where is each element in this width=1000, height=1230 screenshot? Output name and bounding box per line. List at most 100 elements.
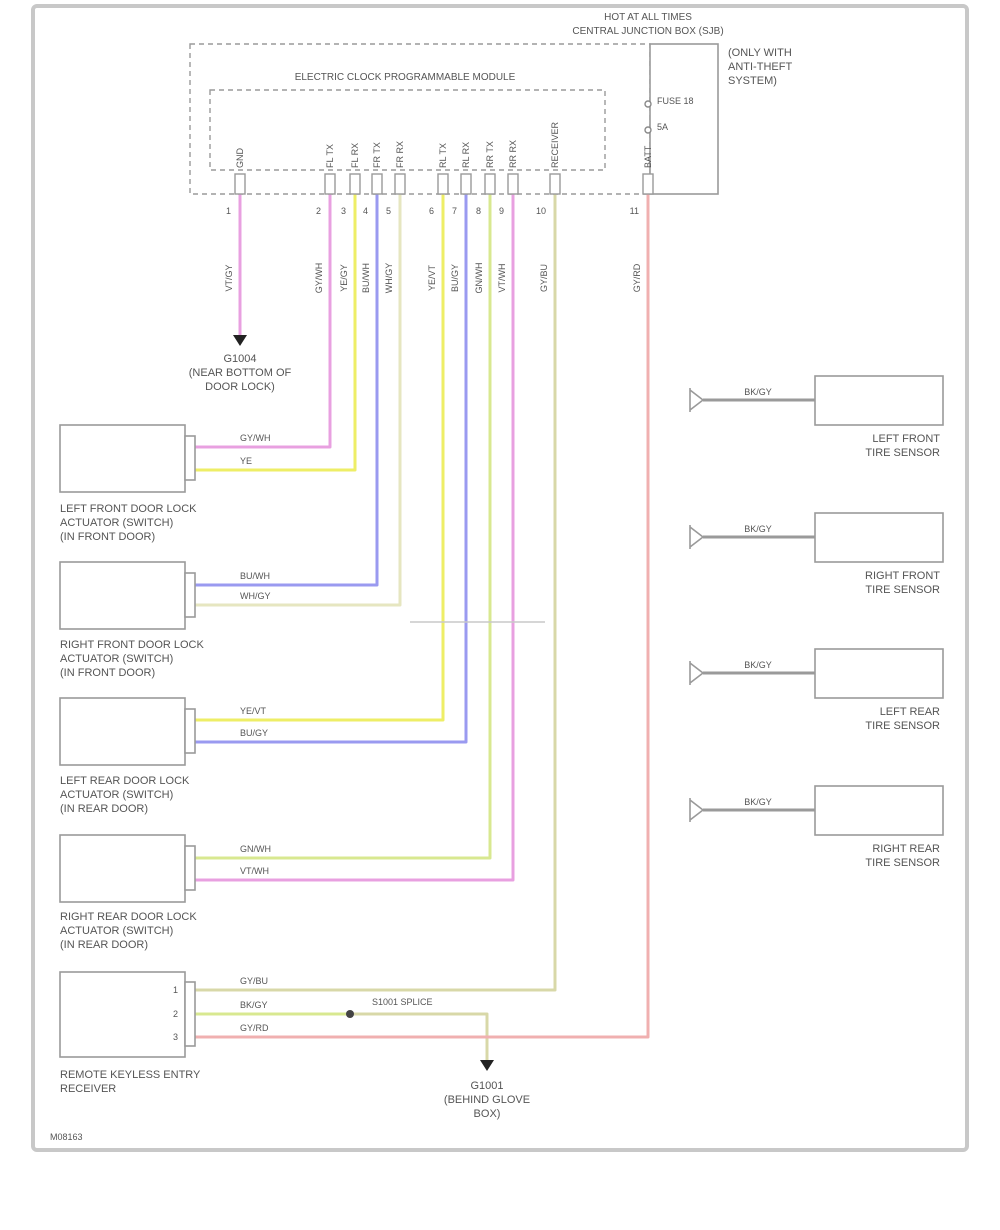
component-label: ACTUATOR (SWITCH) xyxy=(60,653,173,665)
component-box xyxy=(59,561,186,630)
module-pin xyxy=(371,173,383,195)
connector-stub xyxy=(184,845,196,891)
module-title: ELECTRIC CLOCK PROGRAMMABLE MODULE xyxy=(295,72,516,83)
module-pin-number: 2 xyxy=(316,206,321,216)
module-wire-code: YE/VT xyxy=(427,264,437,291)
wire-rr-b xyxy=(195,190,515,882)
lf-actuator: GY/WH YE LEFT FRONT DOOR LOCK ACTUATOR (… xyxy=(59,424,271,543)
component-label: TIRE SENSOR xyxy=(865,857,940,869)
wire-receiver-signal xyxy=(195,190,557,992)
component-label: RIGHT REAR DOOR LOCK xyxy=(60,911,197,923)
wire-battery xyxy=(195,190,650,1039)
component-box xyxy=(59,697,186,766)
component-label: TIRE SENSOR xyxy=(865,584,940,596)
component-label: (IN FRONT DOOR) xyxy=(60,667,155,679)
module-wire-code: WH/GY xyxy=(384,263,394,294)
module-pin-number: 11 xyxy=(630,206,639,216)
wires xyxy=(195,190,815,1060)
component-label: REMOTE KEYLESS ENTRY xyxy=(60,1069,201,1081)
ground-top: G1004 (NEAR BOTTOM OF DOOR LOCK) xyxy=(189,335,292,393)
module-pin xyxy=(549,173,561,195)
tire-sensor-lr: BK/GY LEFT REAR TIRE SENSOR xyxy=(689,648,944,732)
component-label: TIRE SENSOR xyxy=(865,447,940,459)
module-note-line: SYSTEM) xyxy=(728,75,777,87)
connector-stub xyxy=(184,572,196,618)
component-box xyxy=(814,648,944,699)
module-pin xyxy=(484,173,496,195)
component-label: ACTUATOR (SWITCH) xyxy=(60,517,173,529)
antenna-icon xyxy=(689,661,705,685)
wire-label: GY/RD xyxy=(240,1023,269,1033)
fuse-terminal-bottom xyxy=(644,126,652,134)
rf-actuator: BU/WH WH/GY RIGHT FRONT DOOR LOCK ACTUAT… xyxy=(59,561,271,679)
component-box xyxy=(59,424,186,493)
lr-actuator: YE/VT BU/GY LEFT REAR DOOR LOCK ACTUATOR… xyxy=(59,697,268,815)
antenna-icon xyxy=(689,388,705,412)
module-pin-label: RL RX xyxy=(461,142,471,168)
component-box xyxy=(814,785,944,836)
component-label: RIGHT FRONT DOOR LOCK xyxy=(60,639,204,651)
wire-lf-b xyxy=(195,190,357,472)
wire-label: GY/BU xyxy=(240,976,268,986)
wire-label: BK/GY xyxy=(744,387,772,397)
ground-label: (NEAR BOTTOM OF xyxy=(189,367,292,379)
module-pin xyxy=(460,173,472,195)
module-pin-number: 4 xyxy=(363,206,368,216)
module-wire-code: GY/BU xyxy=(539,264,549,292)
module-pin-label: FL RX xyxy=(350,143,360,168)
power-label: HOT AT ALL TIMES xyxy=(604,12,692,23)
ground-label: G1004 xyxy=(223,353,256,365)
component-label: RECEIVER xyxy=(60,1083,116,1095)
fuse-box-label: CENTRAL JUNCTION BOX (SJB) xyxy=(572,26,723,37)
antenna-icon xyxy=(689,525,705,549)
splice-dot xyxy=(346,1010,354,1018)
wire-rf-a xyxy=(195,190,379,587)
receiver: 1 2 3 GY/BU BK/GY GY/RD REMOTE KEYLESS E… xyxy=(59,971,433,1095)
receiver-pin: 1 xyxy=(173,985,178,995)
receiver-pin: 2 xyxy=(173,1009,178,1019)
ground-label: BOX) xyxy=(474,1108,501,1120)
module-wire-code: BU/GY xyxy=(450,264,460,292)
connector-stub xyxy=(184,981,196,1047)
module-pin-label: RECEIVER xyxy=(550,121,560,168)
module-pin-number: 6 xyxy=(429,206,434,216)
ground-label: G1001 xyxy=(470,1080,503,1092)
module-pin-label: FR RX xyxy=(395,141,405,168)
module-pin-number: 3 xyxy=(341,206,346,216)
module-inner-outline xyxy=(209,89,606,171)
component-label: (IN FRONT DOOR) xyxy=(60,531,155,543)
module-pin-number: 5 xyxy=(386,206,391,216)
module-pin-label: GND xyxy=(235,148,245,169)
module-note-line: (ONLY WITH xyxy=(728,47,792,59)
wire-lf-a xyxy=(195,190,332,449)
module-wire-code: GN/WH xyxy=(474,263,484,294)
module-wire-code: VT/GY xyxy=(224,264,234,291)
wire-label: GN/WH xyxy=(240,844,271,854)
component-box xyxy=(59,834,186,903)
component-label: LEFT REAR DOOR LOCK xyxy=(60,775,190,787)
ground-label: DOOR LOCK) xyxy=(205,381,275,393)
module-housing-outline xyxy=(189,43,651,195)
module-wire-code: BU/WH xyxy=(361,263,371,293)
fuse-amp: 5A xyxy=(657,122,668,132)
module-pin-number: 10 xyxy=(536,206,546,216)
ground-symbol xyxy=(480,1060,494,1071)
component-label: RIGHT REAR xyxy=(872,843,940,855)
wire-label: BU/WH xyxy=(240,571,270,581)
wire-label: WH/GY xyxy=(240,591,271,601)
ground-label: (BEHIND GLOVE xyxy=(444,1094,530,1106)
component-label: LEFT FRONT xyxy=(872,433,940,445)
splice-label: S1001 SPLICE xyxy=(372,997,433,1007)
wire-label: VT/WH xyxy=(240,866,269,876)
fuse-name: FUSE 18 xyxy=(657,96,694,106)
ground-bottom: G1001 (BEHIND GLOVE BOX) xyxy=(444,1060,530,1120)
fuse-terminal-top xyxy=(644,100,652,108)
tire-sensor-lf: BK/GY LEFT FRONT TIRE SENSOR xyxy=(689,375,944,459)
wire-label: GY/WH xyxy=(240,433,271,443)
module-pin-label: RR TX xyxy=(485,141,495,168)
wire-lr-b xyxy=(195,190,468,744)
wire-label: BK/GY xyxy=(744,524,772,534)
component-box xyxy=(814,375,944,426)
